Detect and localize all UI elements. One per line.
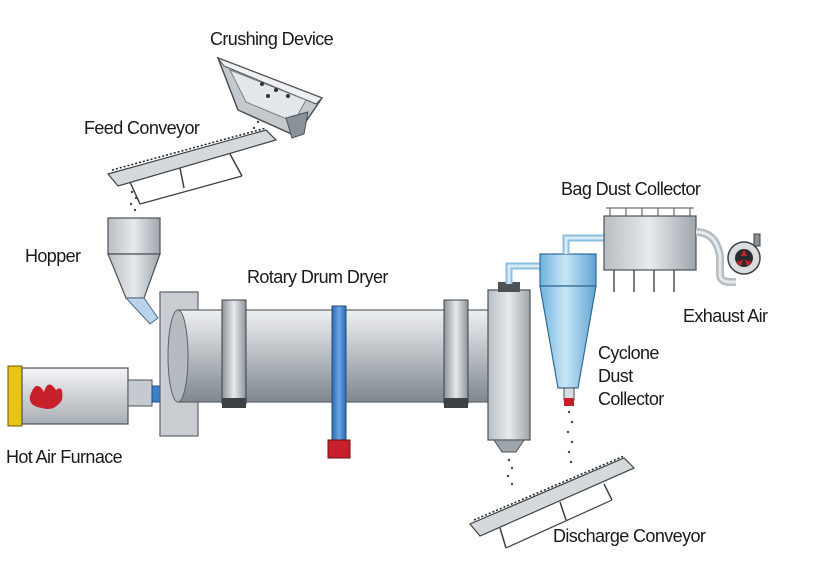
label-hot-air-furnace: Hot Air Furnace [6, 447, 123, 467]
hot-air-furnace [7, 365, 163, 427]
feed-conveyor [106, 127, 278, 205]
crushing-device [216, 56, 324, 139]
duct-to-cyclone [505, 262, 540, 284]
label-discharge-conveyor: Discharge Conveyor [553, 526, 706, 546]
label-cyclone-line-2: Dust [598, 366, 633, 386]
duct-to-bag-collector [562, 234, 604, 254]
bag-dust-collector [603, 207, 697, 292]
exhaust-fan [727, 233, 761, 275]
label-exhaust-air: Exhaust Air [683, 306, 768, 326]
duct-to-exhaust-fan [695, 228, 736, 286]
label-rotary-drum-dryer: Rotary Drum Dryer [247, 267, 388, 287]
hopper [107, 217, 161, 325]
rotary-drum-dryer [167, 299, 515, 459]
drive-motor [327, 439, 351, 459]
label-feed-conveyor: Feed Conveyor [84, 118, 200, 138]
label-crushing-device: Crushing Device [210, 29, 334, 49]
label-cyclone-line-3: Collector [598, 389, 664, 409]
falling-material-hopper [129, 190, 138, 212]
drum-discharge-head [487, 282, 531, 453]
cyclone-dust-collector [539, 253, 597, 406]
label-cyclone-dust-collector: Cyclone Dust Collector [598, 342, 664, 411]
label-cyclone-line-1: Cyclone [598, 343, 659, 363]
flame-icon [29, 384, 63, 409]
discharge-conveyor [469, 455, 636, 549]
falling-material-discharge [506, 410, 574, 486]
label-bag-dust-collector: Bag Dust Collector [561, 179, 701, 199]
label-hopper: Hopper [25, 246, 81, 266]
